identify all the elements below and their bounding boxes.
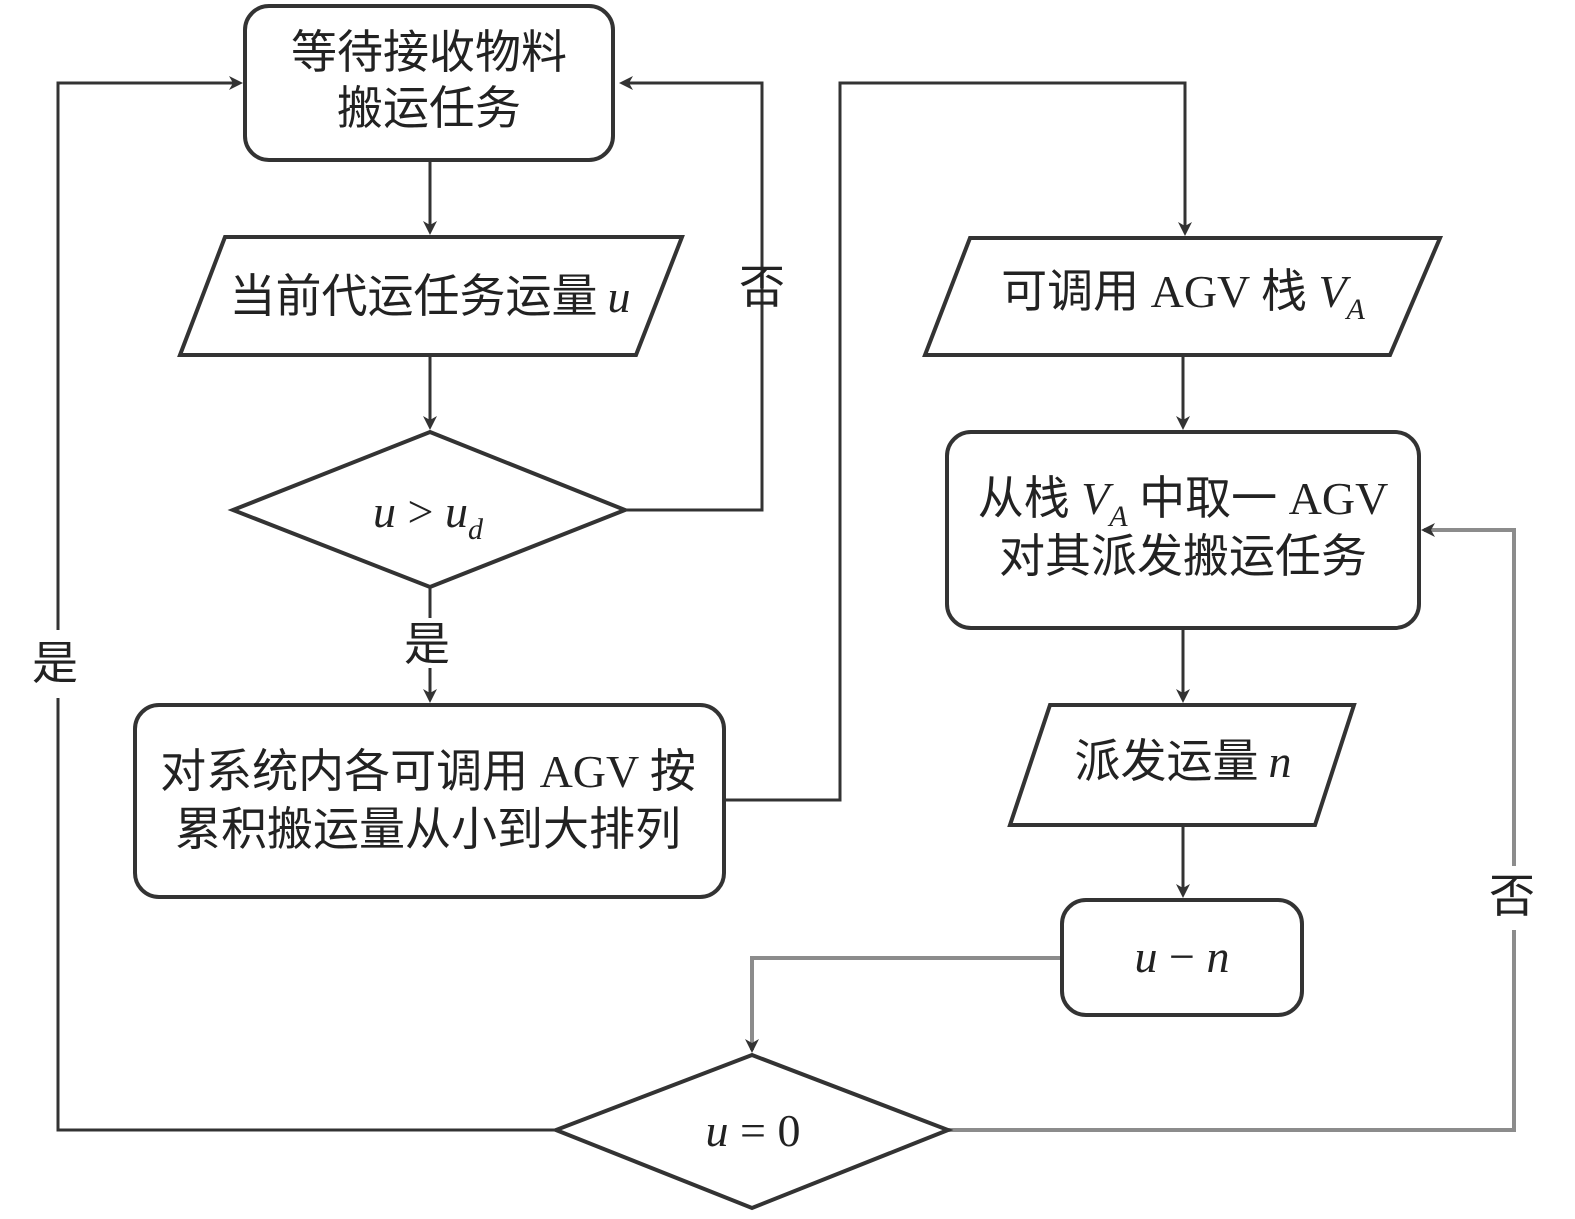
decision-zero-label: u = 0 — [706, 1105, 801, 1156]
sort-line2: 累积搬运量从小到大排列 — [175, 804, 681, 855]
dispatch-line1: 从栈 VA 中取一 AGV — [978, 473, 1389, 533]
node-decision-zero: u = 0 — [550, 1052, 954, 1211]
edge-label-zero-no: 否 — [1489, 871, 1535, 922]
node-sort: 对系统内各可调用 AGV 按 累积搬运量从小到大排列 — [133, 703, 726, 899]
edge-sort-to-stack — [724, 81, 1192, 802]
edge-zero-yes-upper — [56, 76, 243, 630]
subtract-label: u − n — [1135, 931, 1230, 982]
edge-zero-no-upper — [1421, 523, 1516, 866]
wait-line1: 等待接收物料 — [291, 27, 567, 78]
dispatch-line2: 对其派发搬运任务 — [999, 531, 1367, 582]
edge-subtract-to-zero — [745, 956, 1062, 1053]
sort-line1: 对系统内各可调用 AGV 按 — [160, 746, 696, 797]
edge-zero-yes-lower — [56, 698, 556, 1132]
edge-label-threshold-no: 否 — [739, 262, 785, 313]
decision-threshold-label: u > ud — [373, 486, 484, 546]
node-dispatch: 从栈 VA 中取一 AGV 对其派发搬运任务 — [945, 430, 1421, 630]
node-stack: 可调用 AGV 栈 VA — [922, 236, 1444, 357]
edge-label-zero-yes: 是 — [32, 638, 78, 689]
node-decision-threshold: u > ud — [227, 429, 631, 590]
edge-label-threshold-yes: 是 — [404, 619, 450, 670]
node-wait: 等待接收物料 搬运任务 — [243, 4, 615, 162]
stack-label: 可调用 AGV 栈 VA — [1001, 266, 1365, 326]
node-subtract: u − n — [1060, 898, 1304, 1017]
edge-threshold-no-loop — [619, 76, 764, 512]
edge-zero-no-lower — [948, 930, 1516, 1132]
wait-line2: 搬运任务 — [337, 83, 521, 134]
